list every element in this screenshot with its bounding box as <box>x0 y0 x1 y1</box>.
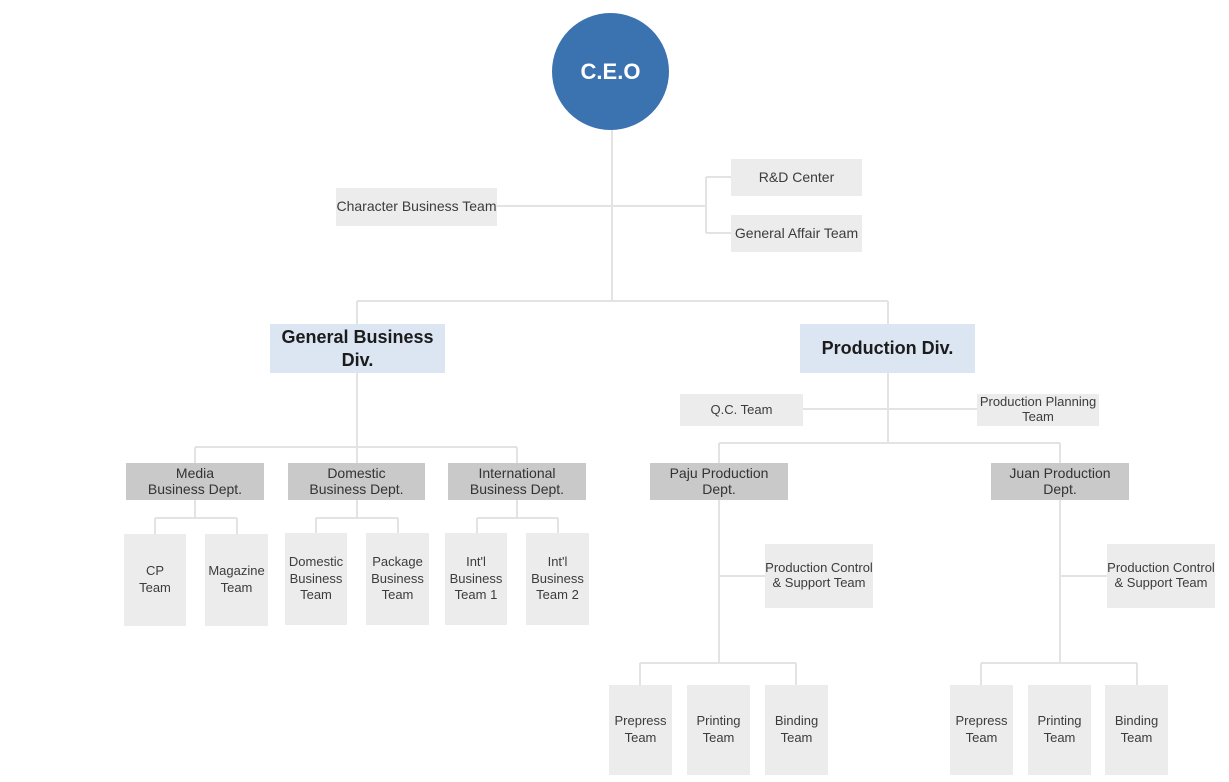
paju-binding-team-node: Binding Team <box>765 685 828 775</box>
intl-business-team-1-node: Int'l Business Team 1 <box>445 533 507 625</box>
package-business-team-node: Package Business Team <box>366 533 429 625</box>
paju-production-dept-node: Paju Production Dept. <box>650 463 788 500</box>
international-business-dept-node: International Business Dept. <box>448 463 586 500</box>
juan-production-dept-node: Juan Production Dept. <box>991 463 1129 500</box>
paju-production-control-team-node: Production Control & Support Team <box>765 544 873 608</box>
cp-team-node: CP Team <box>124 534 186 626</box>
qc-team-node: Q.C. Team <box>680 394 803 426</box>
production-division-node: Production Div. <box>800 324 975 373</box>
general-business-division-node: General Business Div. <box>270 324 445 373</box>
media-business-dept-node: Media Business Dept. <box>126 463 264 500</box>
magazine-team-node: Magazine Team <box>205 534 268 626</box>
ceo-node: C.E.O <box>552 13 669 130</box>
paju-prepress-team-node: Prepress Team <box>609 685 672 775</box>
character-business-team-node: Character Business Team <box>336 188 497 226</box>
juan-production-control-team-node: Production Control & Support Team <box>1107 544 1215 608</box>
juan-printing-team-node: Printing Team <box>1028 685 1091 775</box>
intl-business-team-2-node: Int'l Business Team 2 <box>526 533 589 625</box>
juan-binding-team-node: Binding Team <box>1105 685 1168 775</box>
domestic-business-team-node: Domestic Business Team <box>285 533 347 625</box>
general-affair-team-node: General Affair Team <box>731 215 862 252</box>
rd-center-node: R&D Center <box>731 159 862 196</box>
production-planning-team-node: Production Planning Team <box>977 394 1099 426</box>
paju-printing-team-node: Printing Team <box>687 685 750 775</box>
juan-prepress-team-node: Prepress Team <box>950 685 1013 775</box>
domestic-business-dept-node: Domestic Business Dept. <box>288 463 425 500</box>
